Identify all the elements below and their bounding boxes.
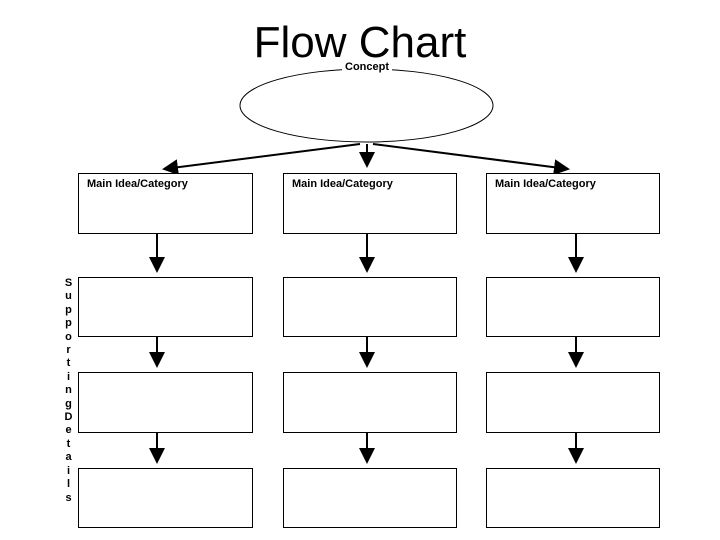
detail-box-col1-row2 [78, 277, 253, 337]
concept-label: Concept [342, 61, 392, 73]
main-idea-box-2: Main Idea/Category [283, 173, 457, 234]
main-idea-box-1: Main Idea/Category [78, 173, 253, 234]
arrow-concept-to-col3 [372, 143, 570, 176]
main-idea-box-3-label: Main Idea/Category [495, 178, 596, 190]
slide-title: Flow Chart [253, 18, 467, 67]
main-idea-box-2-label: Main Idea/Category [292, 178, 393, 190]
detail-box-col3-row4 [486, 468, 660, 528]
detail-box-col2-row3 [283, 372, 457, 433]
main-idea-box-3: Main Idea/Category [486, 173, 660, 234]
detail-box-col2-row4 [283, 468, 457, 528]
main-idea-box-1-label: Main Idea/Category [87, 178, 188, 190]
detail-box-col3-row2 [486, 277, 660, 337]
detail-box-col1-row3 [78, 372, 253, 433]
detail-box-col3-row3 [486, 372, 660, 433]
detail-box-col2-row2 [283, 277, 457, 337]
arrow-concept-to-col1 [162, 143, 361, 176]
concept-ellipse [239, 68, 494, 143]
detail-box-col1-row4 [78, 468, 253, 528]
